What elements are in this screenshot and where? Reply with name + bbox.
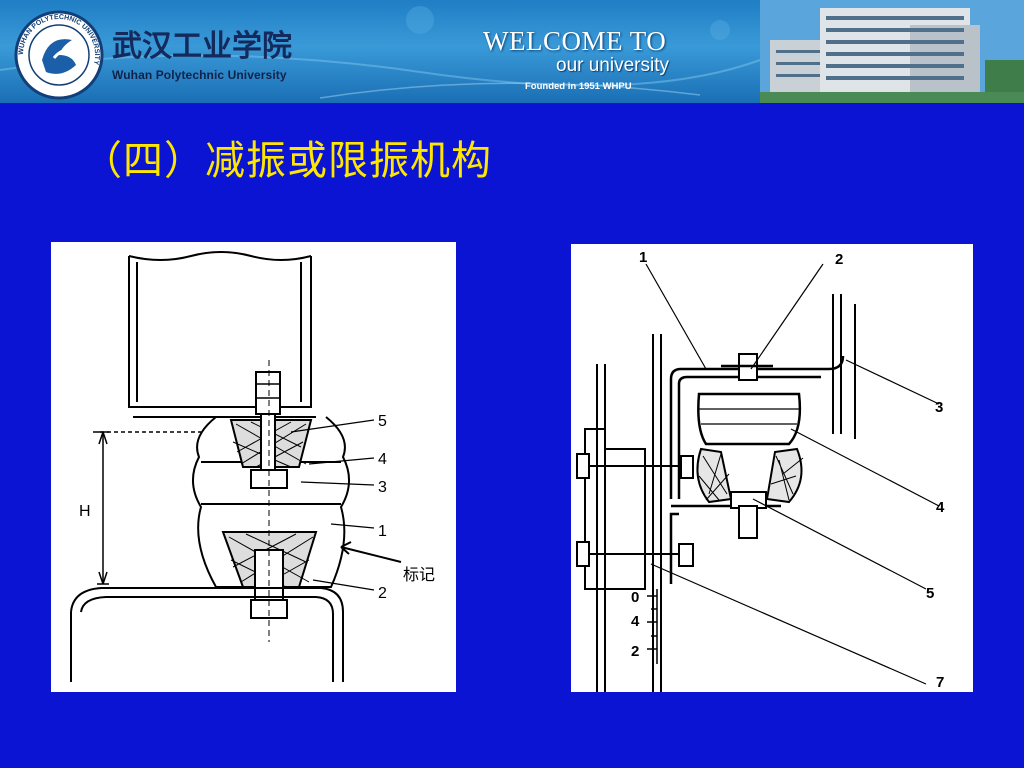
mark-arrow [340,541,402,563]
callout-5: 5 [378,413,387,430]
mounting-plates [584,294,856,692]
welcome-subheading: our university [556,55,669,76]
damper-diagram-right: 0 4 2 1 2 3 4 5 7 [571,244,973,692]
banner-wave-pattern [0,6,761,99]
callout-7: 7 [936,674,944,691]
slide-title: （四）减振或限振机构 [82,138,492,184]
svg-text:武汉工业学院: 武汉工业学院 [112,29,292,64]
callout-1: 1 [378,523,387,540]
header-banner: WUHAN POLYTECHNIC UNIVERSITY 武汉工业学院 Wuha… [0,0,1024,103]
left-callout-lines [290,419,375,591]
campus-building-image [760,0,1024,103]
callout-2: 2 [378,585,387,602]
callout-4: 4 [378,451,387,468]
callout-2: 2 [835,251,843,268]
upper-tank-outline [128,251,316,418]
school-name-en: Wuhan Polytechnic University [112,68,287,82]
bolt-top [250,371,288,489]
scale-tick-2: 2 [631,643,639,660]
school-name-cn: 武汉工业学院 [112,29,292,64]
callout-3: 3 [935,399,943,416]
scale-ruler [647,589,658,664]
lower-tank-outline [70,587,344,682]
bolt-assembly [721,353,773,539]
rubber-mount [696,392,804,509]
damper-diagram-left: H 5 4 3 1 2 标记 [51,242,456,692]
scale-tick-0: 0 [631,589,639,606]
height-dimension [93,431,201,585]
scale-tick-4: 4 [631,613,640,630]
right-callout-lines [645,263,940,685]
callout-5: 5 [926,585,934,602]
mark-label: 标记 [403,565,435,584]
founded-text: Founded in 1951 WHPU [525,81,632,92]
callout-3: 3 [378,479,387,496]
welcome-heading: WELCOME TO [483,26,667,56]
height-label: H [79,503,91,520]
callout-1: 1 [639,249,647,266]
side-bolts [576,453,694,567]
callout-4: 4 [936,499,945,516]
university-seal-logo: WUHAN POLYTECHNIC UNIVERSITY [14,10,104,100]
